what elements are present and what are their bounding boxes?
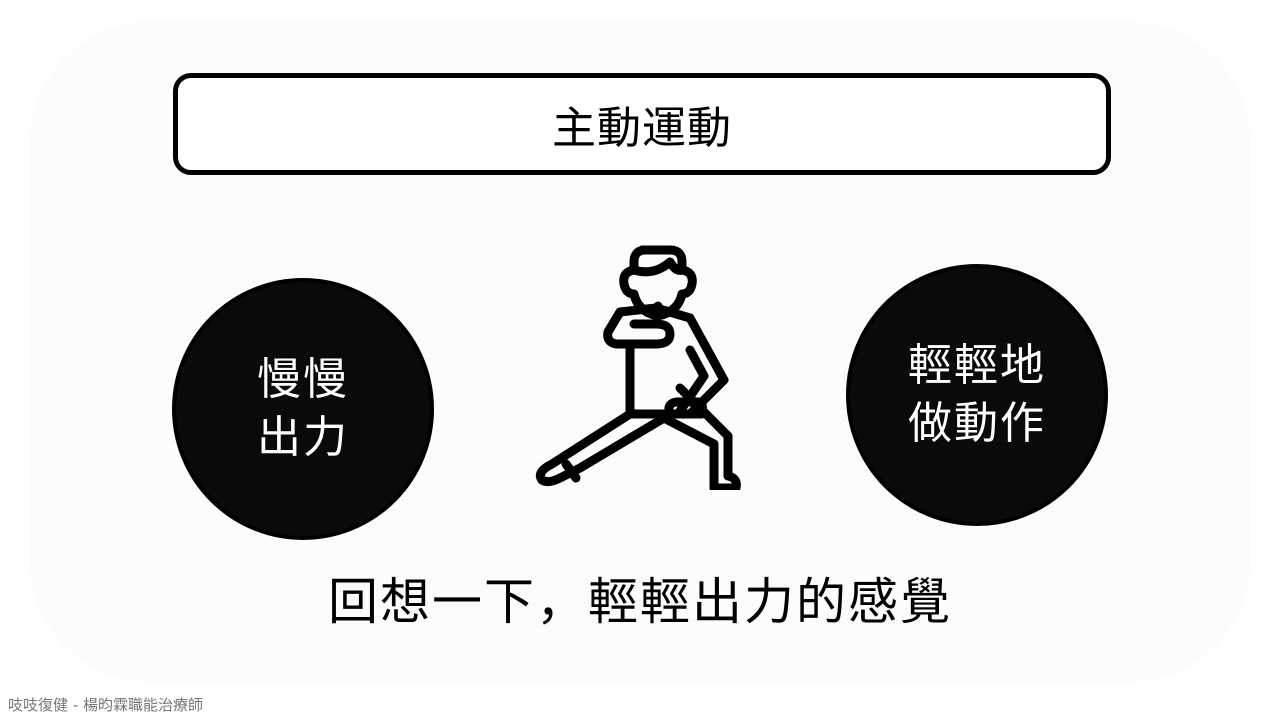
right-circle: 輕輕地 做動作 bbox=[846, 264, 1108, 526]
right-circle-line-1: 輕輕地 bbox=[908, 340, 1046, 391]
left-circle-line-1: 慢慢 bbox=[257, 354, 349, 405]
title-box: 主動運動 bbox=[173, 73, 1111, 175]
right-circle-line-2: 做動作 bbox=[908, 398, 1046, 449]
slide-subtitle: 回想一下，輕輕出力的感覺 bbox=[328, 573, 952, 631]
slide-title: 主動運動 bbox=[552, 103, 732, 154]
martial-arts-stance-person-icon bbox=[530, 230, 750, 493]
footer-credit: 吱吱復健 - 楊昀霖職能治療師 bbox=[8, 696, 203, 714]
left-circle: 慢慢 出力 bbox=[172, 278, 434, 540]
left-circle-line-2: 出力 bbox=[257, 412, 349, 463]
